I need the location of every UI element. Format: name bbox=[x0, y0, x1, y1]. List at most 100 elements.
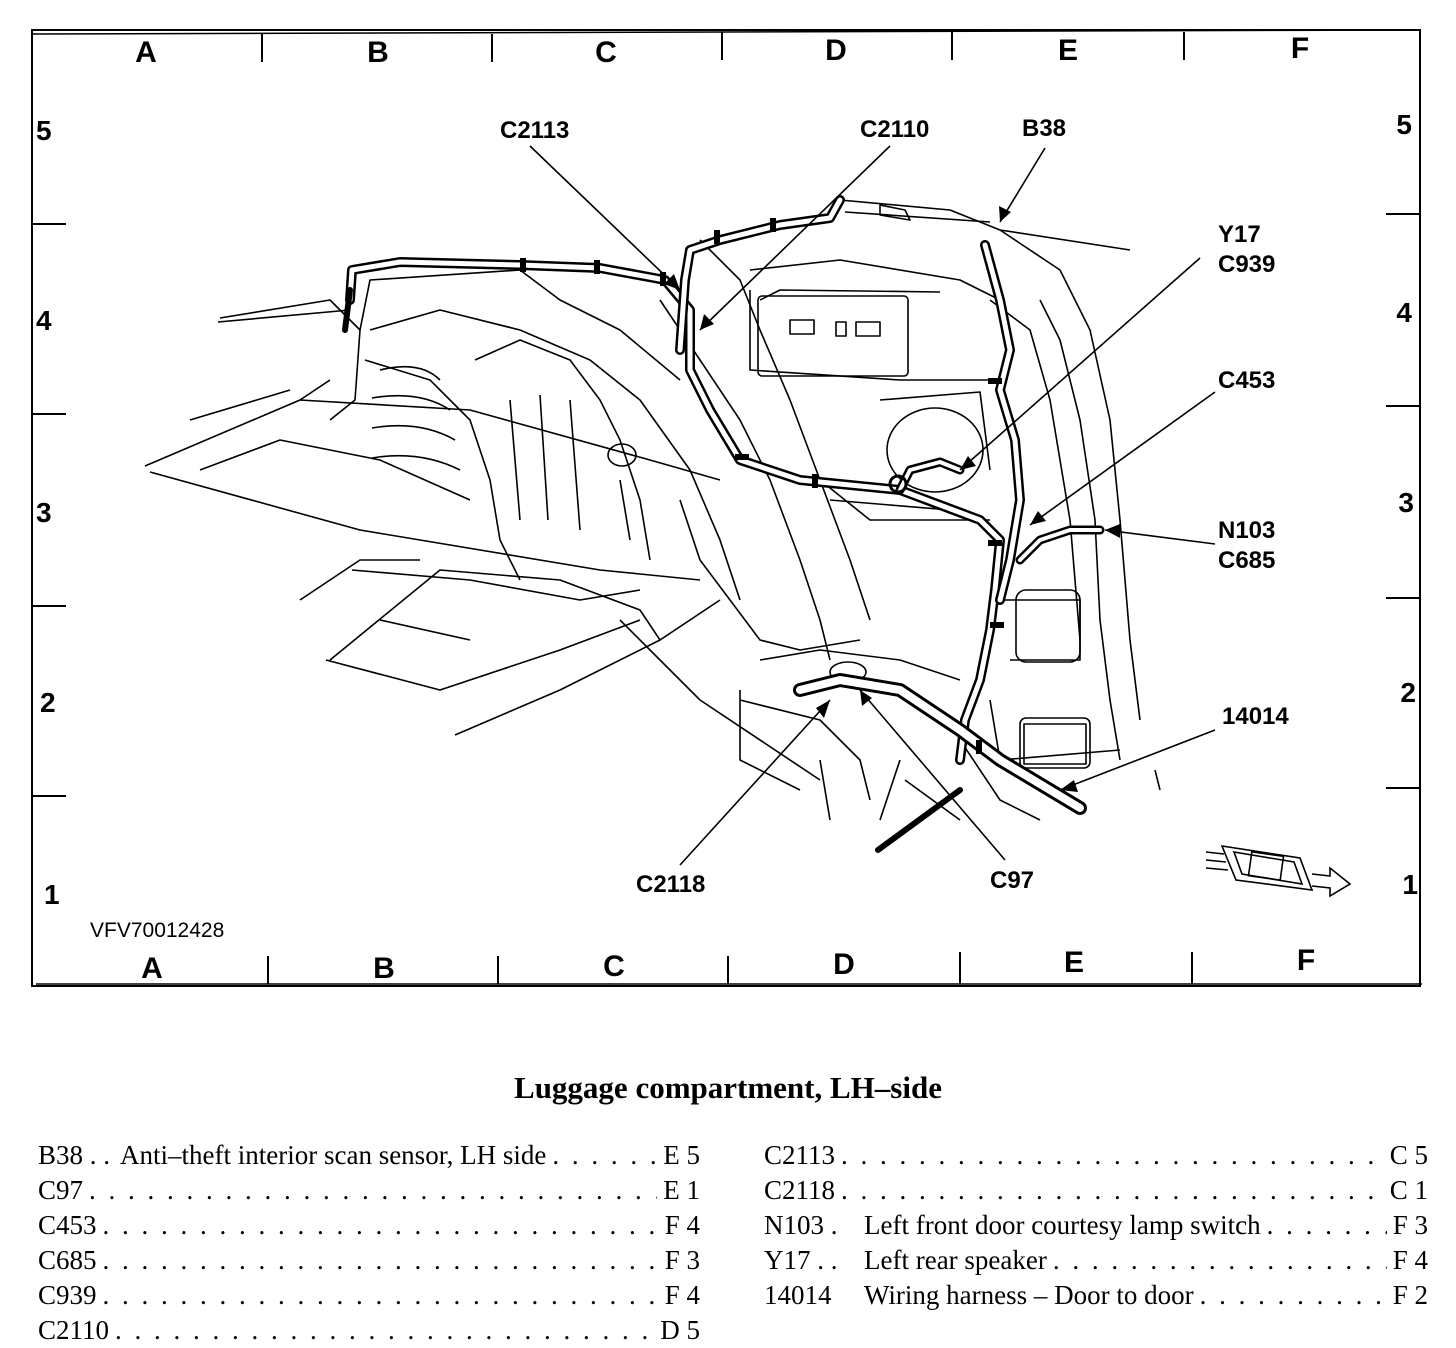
col-label-e-top: E bbox=[1058, 34, 1078, 67]
row-ticks-left bbox=[32, 223, 66, 797]
col-label-c-bottom: C bbox=[603, 950, 625, 983]
legend-location: F 4 bbox=[1392, 1245, 1428, 1275]
wiring-diagram: A B C D E F A B C D E F 5 4 3 2 1 5 4 3 … bbox=[31, 29, 1422, 987]
diagram-frame bbox=[31, 29, 1421, 987]
col-label-b-bottom: B bbox=[373, 952, 395, 985]
legend-code: C2110 bbox=[38, 1315, 110, 1345]
legend-code: C939 bbox=[38, 1280, 97, 1310]
row-label-2-right: 2 bbox=[1400, 677, 1416, 708]
col-label-b-top: B bbox=[367, 36, 389, 69]
col-label-f-top: F bbox=[1291, 32, 1309, 65]
legend-left-column: B38 . . Anti–theft interior scan sensor,… bbox=[38, 1138, 700, 1348]
callout-c685: C685 bbox=[1218, 547, 1275, 574]
legend-location: F 2 bbox=[1392, 1280, 1428, 1310]
leader-lines bbox=[217, 145, 1216, 866]
col-label-a-bottom: A bbox=[141, 952, 163, 985]
row-label-3-right: 3 bbox=[1398, 487, 1414, 518]
legend-leader-dots bbox=[1267, 1208, 1387, 1243]
legend-entry: C2113 C 5 bbox=[764, 1138, 1428, 1173]
col-label-f-bottom: F bbox=[1297, 944, 1315, 977]
legend-code: N103 . bbox=[764, 1210, 838, 1240]
legend-leader-dots bbox=[1200, 1278, 1387, 1313]
legend-leader-dots bbox=[115, 1313, 654, 1348]
legend-entry: N103 . Left front door courtesy lamp swi… bbox=[764, 1208, 1428, 1243]
row-label-4-right: 4 bbox=[1396, 297, 1412, 328]
legend-description: Left rear speaker bbox=[864, 1245, 1047, 1275]
legend-leader-dots bbox=[89, 1173, 657, 1208]
diagram-caption: Luggage compartment, LH–side bbox=[514, 1070, 942, 1105]
legend-location: E 1 bbox=[663, 1175, 700, 1205]
wiring-harness bbox=[342, 195, 1105, 815]
legend-leader-dots bbox=[841, 1138, 1384, 1173]
legend-code: 14014 bbox=[764, 1280, 832, 1310]
col-label-c-top: C bbox=[595, 36, 617, 69]
legend-entry: C685 F 3 bbox=[38, 1243, 700, 1278]
col-label-d-bottom: D bbox=[833, 948, 855, 981]
column-labels-top: A B C D E F bbox=[135, 32, 1309, 69]
legend-entry: C939 F 4 bbox=[38, 1278, 700, 1313]
legend-location: F 4 bbox=[664, 1280, 700, 1310]
callout-labels: C2113 C2110 B38 Y17 C939 C453 N103 C685 … bbox=[500, 115, 1289, 898]
legend-location: D 5 bbox=[660, 1315, 700, 1345]
legend-leader-dots bbox=[841, 1173, 1384, 1208]
leader-arrowheads bbox=[664, 206, 1120, 792]
legend-entry: 14014 Wiring harness – Door to door F 2 bbox=[764, 1278, 1428, 1313]
legend-description: Left front door courtesy lamp switch bbox=[864, 1210, 1261, 1240]
legend-leader-dots bbox=[552, 1138, 657, 1173]
column-dividers-bottom bbox=[267, 952, 1193, 984]
legend-code: B38 . . bbox=[38, 1140, 111, 1170]
column-labels-bottom: A B C D E F bbox=[141, 944, 1315, 985]
callout-c2110: C2110 bbox=[860, 116, 929, 143]
row-labels-right: 5 4 3 2 1 bbox=[1396, 109, 1418, 900]
legend-leader-dots bbox=[103, 1208, 659, 1243]
callout-c2118: C2118 bbox=[636, 871, 705, 898]
col-label-d-top: D bbox=[825, 34, 847, 67]
row-label-5-left: 5 bbox=[36, 115, 52, 146]
vehicle-orientation-icon bbox=[1205, 844, 1352, 898]
legend-entry: C2118 C 1 bbox=[764, 1173, 1428, 1208]
legend-description: Anti–theft interior scan sensor, LH side bbox=[120, 1140, 547, 1170]
callout-14014: 14014 bbox=[1222, 703, 1289, 730]
legend-entry: B38 . . Anti–theft interior scan sensor,… bbox=[38, 1138, 700, 1173]
column-dividers-top bbox=[261, 32, 1185, 62]
legend-description: Wiring harness – Door to door bbox=[864, 1280, 1194, 1310]
figure-code: VFV70012428 bbox=[90, 919, 224, 942]
legend-location: C 5 bbox=[1389, 1140, 1428, 1170]
row-ticks-right bbox=[1386, 213, 1420, 789]
legend-entry: C453 F 4 bbox=[38, 1208, 700, 1243]
row-label-2-left: 2 bbox=[40, 687, 56, 718]
harness-clips bbox=[520, 218, 1004, 754]
legend-location: F 3 bbox=[1392, 1210, 1428, 1240]
legend-leader-dots bbox=[1053, 1243, 1387, 1278]
legend-leader-dots bbox=[103, 1278, 659, 1313]
legend-location: F 3 bbox=[664, 1245, 700, 1275]
sill-trim bbox=[875, 787, 963, 853]
legend-location: E 5 bbox=[663, 1140, 700, 1170]
row-label-3-left: 3 bbox=[36, 497, 52, 528]
row-label-1-right: 1 bbox=[1402, 869, 1418, 900]
callout-c97: C97 bbox=[990, 867, 1034, 894]
callout-c453: C453 bbox=[1218, 367, 1275, 394]
legend-code: C2118 bbox=[764, 1175, 836, 1205]
legend-entry: Y17 . . Left rear speaker F 4 bbox=[764, 1243, 1428, 1278]
legend-location: C 1 bbox=[1389, 1175, 1428, 1205]
callout-y17: Y17 bbox=[1218, 221, 1261, 248]
body-structure-drawing bbox=[144, 199, 1161, 821]
top-grid-line bbox=[31, 29, 1421, 35]
legend-entry: C97 E 1 bbox=[38, 1173, 700, 1208]
legend-entry: C2110 D 5 bbox=[38, 1313, 700, 1348]
row-label-4-left: 4 bbox=[36, 305, 52, 336]
col-label-a-top: A bbox=[135, 36, 157, 69]
legend-code: C2113 bbox=[764, 1140, 836, 1170]
legend-code: Y17 . . bbox=[764, 1245, 838, 1275]
legend-code: C453 bbox=[38, 1210, 97, 1240]
callout-n103: N103 bbox=[1218, 517, 1275, 544]
callout-c939: C939 bbox=[1218, 251, 1275, 278]
legend-code: C97 bbox=[38, 1175, 84, 1205]
legend-right-column: C2113 C 5 C2118 C 1 N103 . Left front do… bbox=[764, 1138, 1428, 1313]
row-labels-left: 5 4 3 2 1 bbox=[36, 115, 60, 910]
callout-b38: B38 bbox=[1022, 115, 1066, 142]
row-label-1-left: 1 bbox=[44, 879, 60, 910]
callout-c2113: C2113 bbox=[500, 117, 569, 144]
row-label-5-right: 5 bbox=[1396, 109, 1412, 140]
